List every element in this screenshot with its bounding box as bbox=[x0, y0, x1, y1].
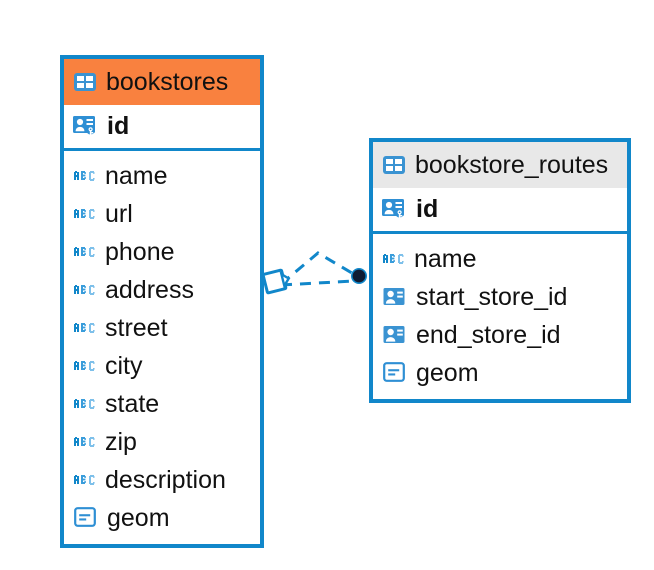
field-label: state bbox=[105, 389, 160, 418]
field-row-end-store-id[interactable]: end_store_id bbox=[373, 316, 627, 354]
entity-title: bookstores bbox=[106, 67, 229, 96]
text-type-icon bbox=[74, 285, 95, 295]
text-type-icon bbox=[74, 209, 95, 219]
field-label: description bbox=[105, 465, 226, 494]
field-row-street[interactable]: street bbox=[64, 309, 260, 347]
field-label: zip bbox=[105, 427, 137, 456]
field-row-url[interactable]: url bbox=[64, 195, 260, 233]
field-label: geom bbox=[107, 503, 170, 532]
table-icon bbox=[74, 73, 96, 91]
field-list-bookstore-routes: name start_store_id bbox=[373, 234, 627, 399]
field-label: city bbox=[105, 351, 143, 380]
relationship-target-marker[interactable] bbox=[351, 268, 367, 284]
text-type-icon bbox=[74, 475, 95, 485]
text-type-icon bbox=[74, 399, 95, 409]
field-label: end_store_id bbox=[416, 320, 561, 349]
text-type-icon bbox=[74, 437, 95, 447]
field-row-name[interactable]: name bbox=[64, 157, 260, 195]
relationship-source-marker[interactable] bbox=[261, 268, 291, 295]
field-label: id bbox=[416, 195, 439, 223]
field-label: start_store_id bbox=[416, 282, 568, 311]
relationship-line-2[interactable] bbox=[280, 279, 355, 287]
text-type-icon bbox=[74, 361, 95, 371]
field-label: phone bbox=[105, 237, 175, 266]
field-label: id bbox=[107, 112, 130, 140]
foreign-key-icon bbox=[383, 326, 405, 343]
field-row-state[interactable]: state bbox=[64, 385, 260, 423]
field-row-primary-key[interactable]: id bbox=[64, 105, 260, 151]
foreign-key-icon bbox=[383, 288, 405, 305]
field-label: name bbox=[105, 161, 168, 190]
field-row-city[interactable]: city bbox=[64, 347, 260, 385]
table-icon bbox=[383, 156, 405, 174]
entity-header-bookstore-routes[interactable]: bookstore_routes bbox=[373, 142, 627, 188]
primary-key-icon bbox=[73, 115, 95, 136]
entity-table-bookstores[interactable]: bookstores id bbox=[60, 55, 264, 548]
text-type-icon bbox=[383, 254, 404, 264]
text-type-icon bbox=[74, 323, 95, 333]
text-type-icon bbox=[74, 247, 95, 257]
field-list-bookstores: name url phone bbox=[64, 151, 260, 544]
field-row-geom[interactable]: geom bbox=[373, 354, 627, 392]
field-row-geom[interactable]: geom bbox=[64, 499, 260, 537]
field-row-primary-key[interactable]: id bbox=[373, 188, 627, 234]
field-row-phone[interactable]: phone bbox=[64, 233, 260, 271]
field-label: name bbox=[414, 244, 477, 273]
field-label: street bbox=[105, 313, 168, 342]
text-type-icon bbox=[74, 171, 95, 181]
entity-table-bookstore-routes[interactable]: bookstore_routes id bbox=[369, 138, 631, 403]
field-row-address[interactable]: address bbox=[64, 271, 260, 309]
geometry-type-icon bbox=[74, 507, 96, 527]
field-row-zip[interactable]: zip bbox=[64, 423, 260, 461]
relationship-line-1[interactable] bbox=[280, 251, 358, 286]
entity-title: bookstore_routes bbox=[415, 150, 609, 179]
geometry-type-icon bbox=[383, 362, 405, 382]
field-label: url bbox=[105, 199, 133, 228]
field-label: address bbox=[105, 275, 194, 304]
entity-header-bookstores[interactable]: bookstores bbox=[64, 59, 260, 105]
field-row-name[interactable]: name bbox=[373, 240, 627, 278]
field-label: geom bbox=[416, 358, 479, 387]
field-row-start-store-id[interactable]: start_store_id bbox=[373, 278, 627, 316]
field-row-description[interactable]: description bbox=[64, 461, 260, 499]
primary-key-icon bbox=[382, 198, 404, 219]
